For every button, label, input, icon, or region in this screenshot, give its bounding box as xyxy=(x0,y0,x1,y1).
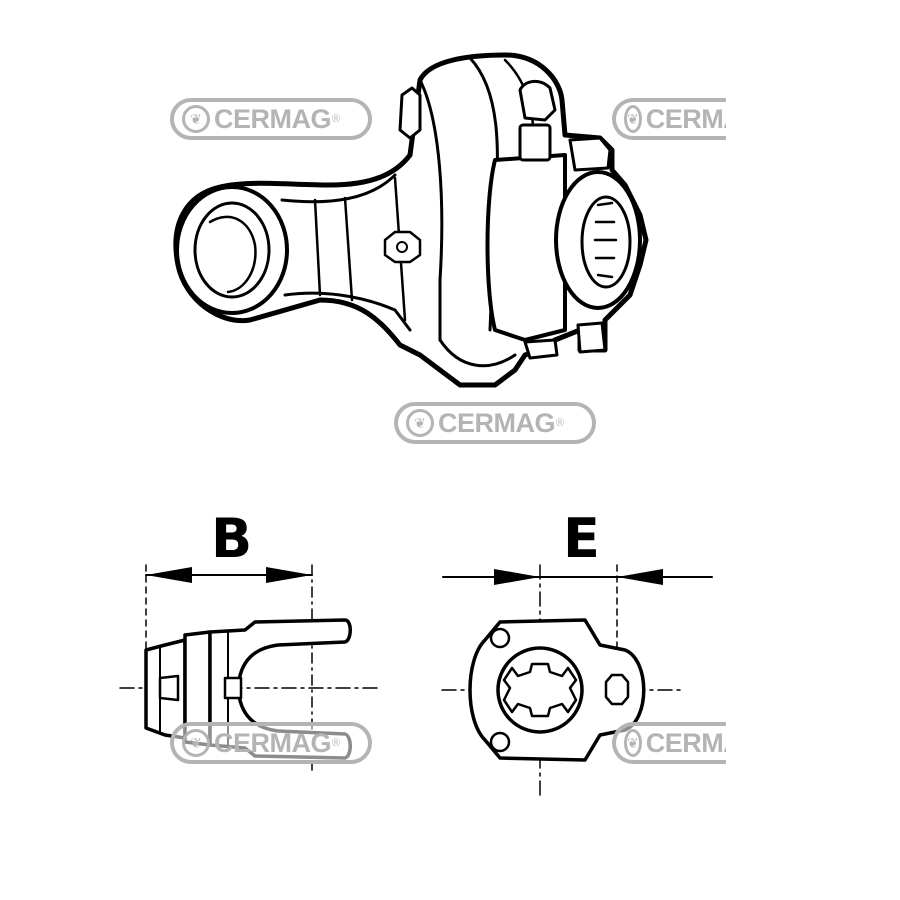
watermark-logo: ❦ CERMAG ® xyxy=(170,722,372,764)
eye-bore-inner xyxy=(208,215,257,294)
b-arrow-left xyxy=(146,567,192,583)
hub-lower-nut xyxy=(523,338,559,360)
front-bolt-bottom xyxy=(489,731,511,753)
grease-nipple xyxy=(383,230,422,264)
grease-nipple-tip xyxy=(396,241,408,253)
top-bolt xyxy=(398,86,422,140)
front-bolt-top xyxy=(489,627,511,649)
wheat-leaf-icon: ❦ xyxy=(406,409,434,437)
wheat-leaf-icon: ❦ xyxy=(182,105,210,133)
arm-rib-1 xyxy=(313,198,322,297)
top-bolt-head xyxy=(518,80,557,122)
wheat-leaf-icon: ❦ xyxy=(182,729,210,757)
side-pin xyxy=(223,676,243,700)
arm-edge-lower xyxy=(283,291,412,332)
hub-bottom-bolt xyxy=(576,321,607,354)
watermark-logo: ❦ CERMAG ® xyxy=(394,402,596,444)
hub-top-bolt xyxy=(568,136,612,172)
e-arrow-right xyxy=(617,569,663,585)
watermark-logo: ❦ CERMAG xyxy=(612,98,726,140)
hub-bore xyxy=(580,195,632,289)
arm-rib-2 xyxy=(343,196,354,302)
watermark-logo: ❦ CERMAG ® xyxy=(170,98,372,140)
hub-splines xyxy=(593,201,618,279)
body-bottom-curve xyxy=(438,338,517,368)
front-view xyxy=(441,564,713,801)
dimension-e-label: E xyxy=(563,507,600,570)
dimension-b-label: B xyxy=(211,507,253,570)
wheat-leaf-icon: ❦ xyxy=(624,105,642,133)
clamp-boss xyxy=(485,153,567,342)
wheat-leaf-icon: ❦ xyxy=(624,729,642,757)
b-arrow-right xyxy=(266,567,312,583)
body-face-line-1 xyxy=(418,78,444,342)
front-spline-bore xyxy=(502,662,578,718)
clamp-pin xyxy=(518,123,552,162)
e-arrow-left xyxy=(494,569,540,585)
watermark-logo: ❦ CERMAG xyxy=(612,722,726,764)
yoke-isometric-view xyxy=(173,52,649,388)
side-bolt xyxy=(158,674,180,702)
front-nut xyxy=(604,673,630,706)
arm-edge-upper xyxy=(280,173,397,204)
